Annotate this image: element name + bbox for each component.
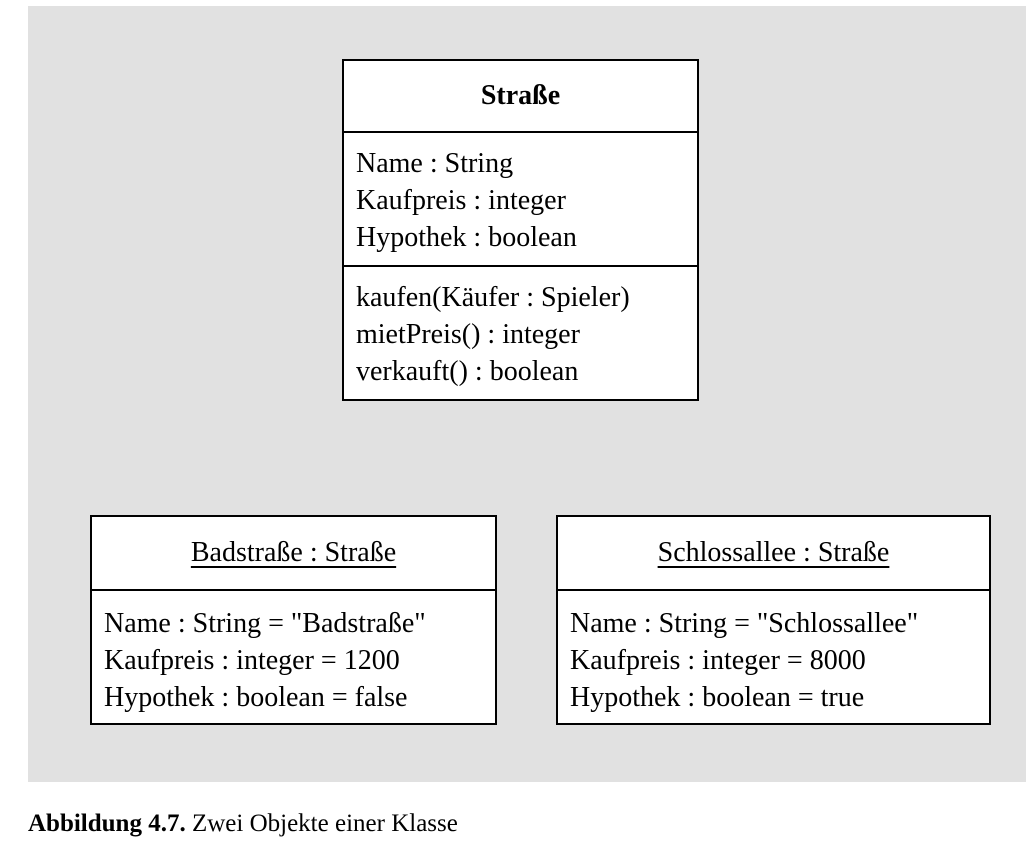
class-operation-mietpreis: mietPreis() : integer — [356, 319, 580, 350]
object-attribute-kaufpreis: Kaufpreis : integer = 8000 — [570, 645, 866, 676]
object-attribute-name: Name : String = "Schlossallee" — [570, 608, 919, 639]
object-title: Schlossallee : Straße — [657, 537, 890, 568]
object-title-compartment: Schlossallee : Straße — [558, 517, 989, 589]
figure-caption: Abbildung 4.7. Zwei Objekte einer Klasse — [28, 810, 458, 838]
object-attribute-hypothek: Hypothek : boolean = true — [570, 682, 865, 713]
object-title: Badstraße : Straße — [190, 537, 397, 568]
class-operation-kaufen: kaufen(Käufer : Spieler) — [356, 282, 630, 313]
class-attribute-name: Name : String — [356, 148, 514, 179]
object-attribute-hypothek: Hypothek : boolean = false — [104, 682, 408, 713]
class-attribute-hypothek: Hypothek : boolean — [356, 222, 577, 253]
class-operations-compartment: kaufen(Käufer : Spieler) mietPreis() : i… — [344, 265, 697, 390]
object-title-compartment: Badstraße : Straße — [92, 517, 495, 589]
class-strasse: Straße Name : String Kaufpreis : integer… — [342, 59, 699, 401]
class-name-compartment: Straße — [344, 61, 697, 131]
class-name: Straße — [480, 80, 561, 111]
class-attribute-kaufpreis: Kaufpreis : integer — [356, 185, 566, 216]
class-operation-verkauft: verkauft() : boolean — [356, 356, 579, 387]
object-badstrasse: Badstraße : Straße Name : String = "Bads… — [90, 515, 497, 725]
object-schlossallee: Schlossallee : Straße Name : String = "S… — [556, 515, 991, 725]
object-attributes-compartment: Name : String = "Badstraße" Kaufpreis : … — [92, 589, 495, 716]
caption-label: Abbildung 4.7. — [28, 810, 186, 837]
object-attributes-compartment: Name : String = "Schlossallee" Kaufpreis… — [558, 589, 989, 716]
class-attributes-compartment: Name : String Kaufpreis : integer Hypoth… — [344, 131, 697, 265]
caption-text: Zwei Objekte einer Klasse — [191, 810, 458, 837]
object-attribute-name: Name : String = "Badstraße" — [104, 608, 426, 639]
object-attribute-kaufpreis: Kaufpreis : integer = 1200 — [104, 645, 400, 676]
